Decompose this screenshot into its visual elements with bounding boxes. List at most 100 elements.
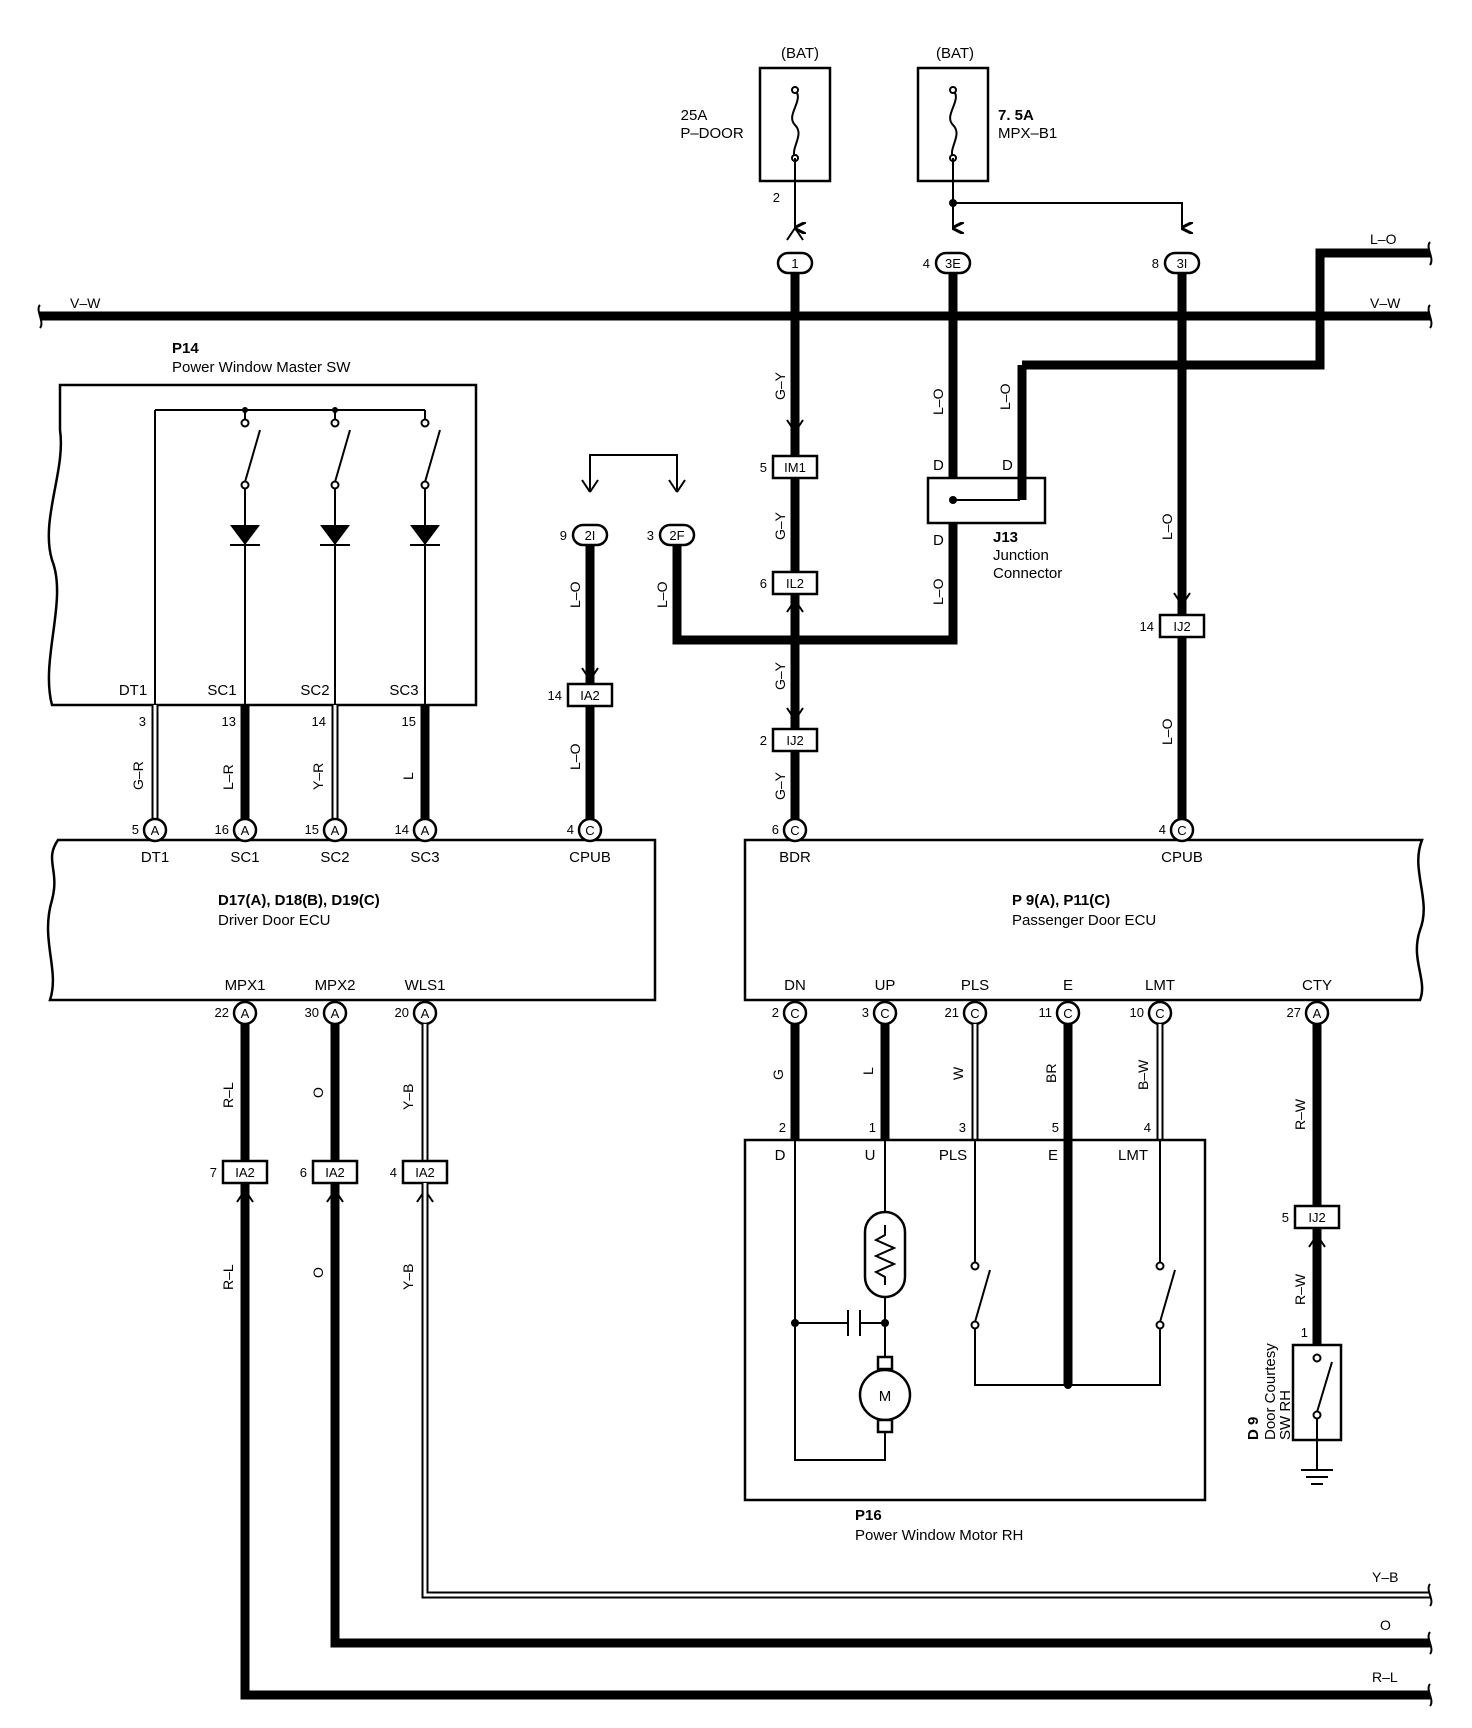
svg-text:R–L: R–L [1372,1669,1398,1685]
svg-text:DN: DN [784,977,806,994]
connector-1: 1 [776,251,814,275]
svg-text:CPUB: CPUB [569,849,611,866]
svg-text:G–Y: G–Y [772,511,788,540]
svg-text:3: 3 [862,1005,869,1020]
svg-text:R–W: R–W [1292,1273,1308,1305]
svg-text:L–O: L–O [1159,718,1175,745]
svg-text:C: C [790,823,799,838]
svg-text:3: 3 [959,1120,966,1135]
svg-text:L–O: L–O [654,581,670,608]
svg-text:V–W: V–W [70,295,101,311]
fuse-supply-label: (BAT) [936,45,974,62]
svg-text:LMT: LMT [1118,1147,1148,1164]
svg-text:E: E [1063,977,1073,994]
svg-text:E: E [1048,1147,1058,1164]
svg-text:Passenger Door ECU: Passenger Door ECU [1012,912,1156,929]
svg-text:A: A [1313,1006,1322,1021]
svg-text:G–R: G–R [130,761,146,790]
svg-text:1: 1 [791,256,798,271]
connector-il2: 6 IL2 [760,570,819,596]
svg-text:CPUB: CPUB [1161,849,1203,866]
svg-text:L–O: L–O [997,383,1013,410]
svg-text:BDR: BDR [779,849,811,866]
svg-text:SC3: SC3 [410,849,439,866]
svg-text:IA2: IA2 [415,1165,435,1180]
svg-text:P14: P14 [172,340,199,357]
svg-text:IA2: IA2 [235,1165,255,1180]
svg-text:O: O [310,1087,326,1098]
svg-text:Y–B: Y–B [1372,1569,1398,1585]
svg-text:4: 4 [923,256,930,271]
svg-text:M: M [879,1388,892,1405]
svg-text:D: D [1002,457,1013,474]
svg-text:A: A [331,1006,340,1021]
svg-text:D: D [933,532,944,549]
svg-text:Junction: Junction [993,547,1049,564]
svg-text:A: A [241,1006,250,1021]
svg-text:SC1: SC1 [230,849,259,866]
svg-text:5: 5 [132,822,139,837]
svg-text:O: O [310,1267,326,1278]
svg-text:2: 2 [772,1005,779,1020]
power-window-master-sw: P14 Power Window Master SW DT1 SC1 SC2 S… [47,340,478,707]
svg-text:13: 13 [222,714,236,729]
svg-text:A: A [241,823,250,838]
connector-ia2-d: 4 IA2 [390,1159,449,1185]
junction-connector-j13: D D D J13 Junction Connector [926,457,1062,582]
connector-2i: 9 2I [560,523,609,547]
svg-text:10: 10 [1130,1005,1144,1020]
svg-text:D17(A), D18(B), D19(C): D17(A), D18(B), D19(C) [218,892,380,909]
svg-text:G–Y: G–Y [772,771,788,800]
svg-text:UP: UP [875,977,896,994]
power-window-motor-rh: D U PLS E LMT M P16 Power Window Motor R… [743,1138,1207,1544]
svg-text:6: 6 [772,822,779,837]
fuse-name: MPX–B1 [998,125,1057,142]
passenger-door-ecu: P 9(A), P11(C) Passenger Door ECU BDR CP… [743,838,1425,1002]
svg-text:22: 22 [215,1005,229,1020]
svg-text:Power Window Master SW: Power Window Master SW [172,359,351,376]
svg-text:SC2: SC2 [320,849,349,866]
connector-3i: 8 3I [1152,251,1201,275]
svg-text:4: 4 [567,822,574,837]
svg-text:V–W: V–W [1370,295,1401,311]
door-courtesy-sw-rh: D 9 Door Courtesy SW RH [1245,1343,1343,1485]
svg-text:SC2: SC2 [300,682,329,699]
svg-text:2F: 2F [669,528,684,543]
fuse-supply-label: (BAT) [781,45,819,62]
fuse-name: P–DOOR [680,125,744,142]
svg-text:14: 14 [1140,619,1154,634]
svg-text:IL2: IL2 [786,576,804,591]
connector-im1: 5 IM1 [760,454,819,480]
svg-text:C: C [585,823,594,838]
svg-text:3: 3 [647,528,654,543]
svg-text:R–L: R–L [220,1264,236,1290]
connector-3e: 4 3E [923,251,972,275]
svg-text:IA2: IA2 [325,1165,345,1180]
svg-text:15: 15 [305,822,319,837]
svg-text:14: 14 [548,688,562,703]
svg-text:D 9: D 9 [1245,1417,1262,1440]
svg-text:DT1: DT1 [141,849,169,866]
svg-text:C: C [1155,1006,1164,1021]
svg-text:C: C [790,1006,799,1021]
svg-text:A: A [331,823,340,838]
svg-text:L–R: L–R [220,764,236,790]
svg-text:2: 2 [760,733,767,748]
svg-text:L: L [400,772,416,780]
svg-text:Y–R: Y–R [310,763,326,790]
connector-ia2-a: 14 IA2 [548,682,614,708]
svg-text:C: C [880,1006,889,1021]
svg-text:3I: 3I [1177,256,1188,271]
svg-text:DT1: DT1 [119,682,147,699]
svg-text:B–W: B–W [1135,1059,1151,1090]
svg-text:Connector: Connector [993,565,1062,582]
svg-text:C: C [1177,823,1186,838]
svg-text:7: 7 [210,1165,217,1180]
svg-text:16: 16 [215,822,229,837]
svg-text:30: 30 [305,1005,319,1020]
svg-text:G–Y: G–Y [772,371,788,400]
svg-text:D: D [775,1147,786,1164]
svg-text:C: C [1063,1006,1072,1021]
svg-text:6: 6 [300,1165,307,1180]
svg-text:J13: J13 [993,529,1018,546]
